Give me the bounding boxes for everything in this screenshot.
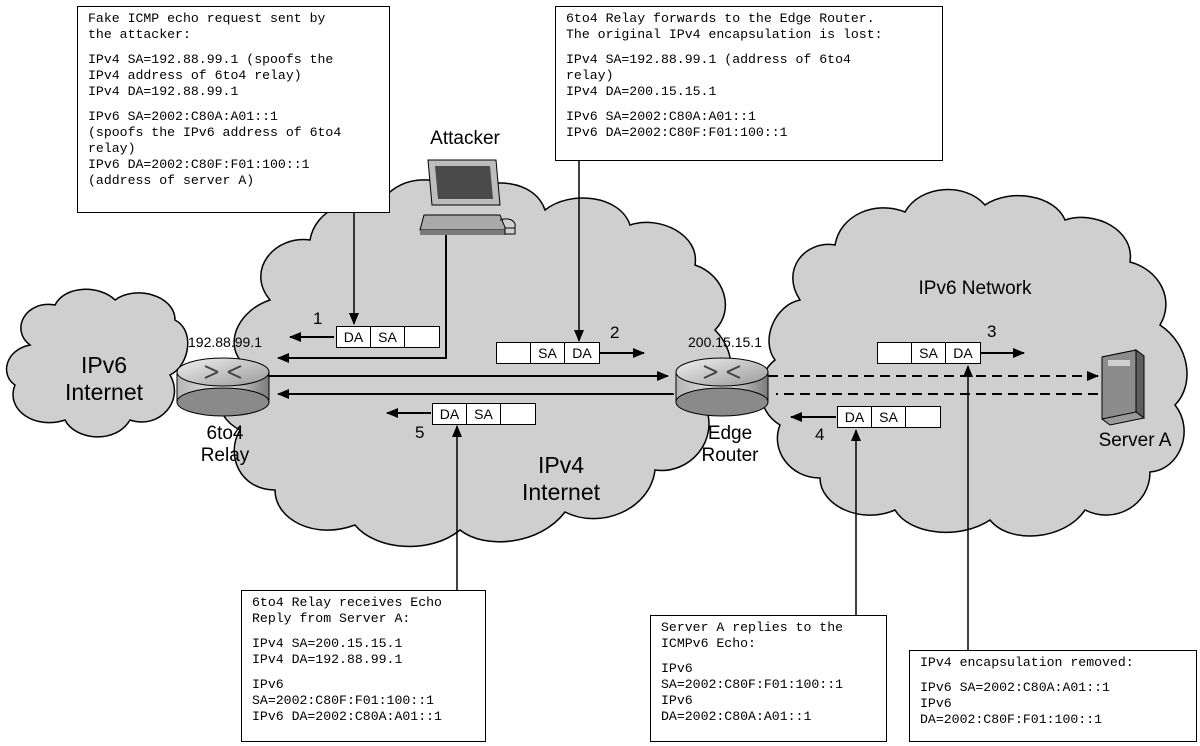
note-line: IPv6 SA=2002:C80A:A01::1	[920, 680, 1110, 695]
note-line: SA=2002:C80F:F01:100::1	[252, 693, 435, 708]
note-line: (spoofs the IPv6 address of 6to4	[88, 125, 342, 140]
note-line: IPv4 address of 6to4 relay)	[88, 68, 302, 83]
note-line: IPv6 DA=2002:C80A:A01::1	[252, 709, 442, 724]
relay-ip-label: 192.88.99.1	[188, 334, 262, 350]
note-line: IPv4 SA=200.15.15.1	[252, 636, 403, 651]
note-line: DA=2002:C80F:F01:100::1	[920, 712, 1103, 727]
step-4-number: 4	[815, 425, 825, 444]
step-1-number: 1	[313, 309, 323, 328]
packet-3-field-da: DA	[953, 345, 973, 361]
packet-2: SA DA	[496, 342, 600, 364]
server-icon	[1101, 349, 1145, 426]
packet-1: DA SA	[336, 326, 440, 348]
note-line: relay)	[566, 68, 614, 83]
note-line: IPv6 SA=2002:C80A:A01::1	[88, 109, 278, 124]
packet-4-field-da: DA	[838, 407, 872, 427]
edge-router-icon	[675, 357, 769, 417]
packet-2-field-da: DA	[572, 345, 592, 361]
server-a-label: Server A	[1098, 430, 1172, 451]
note-line: Reply from Server A:	[252, 611, 411, 626]
note-line: IPv4 SA=192.88.99.1 (address of 6to4	[566, 52, 851, 67]
packet-3-field-sa: SA	[912, 343, 946, 363]
note-line: (address of server A)	[88, 173, 255, 188]
packet-5-field-payload	[501, 404, 535, 424]
note-spacer	[661, 652, 876, 661]
note-line: IPv4 encapsulation removed:	[920, 655, 1134, 670]
packet-3-field-payload	[878, 343, 912, 363]
note-line: 6to4 Relay forwards to the Edge Router.	[566, 11, 875, 26]
attacker-label: Attacker	[430, 128, 500, 149]
step-5-number: 5	[415, 423, 425, 442]
edge-ip-label: 200.15.15.1	[688, 334, 762, 350]
note-line: DA=2002:C80A:A01::1	[661, 709, 812, 724]
packet-3: SA DA	[877, 342, 981, 364]
note-line: IPv4 DA=192.88.99.1	[252, 652, 403, 667]
packet-5-field-sa: SA	[467, 404, 501, 424]
note-line: IPv4 DA=192.88.99.1	[88, 84, 239, 99]
note-line: IPv6	[920, 696, 952, 711]
relay-router-icon	[176, 357, 270, 417]
packet-5-field-da: DA	[433, 404, 467, 424]
packet-5: DA SA	[432, 403, 536, 425]
note-line: IPv6	[661, 661, 693, 676]
attacker-computer-icon	[419, 159, 516, 235]
note-line: the attacker:	[88, 27, 191, 42]
note-line: IPv4 SA=192.88.99.1 (spoofs the	[88, 52, 334, 67]
packet-4-field-sa: SA	[872, 407, 906, 427]
ipv6-network-label: IPv6 Network	[918, 278, 1032, 299]
note-spacer	[252, 668, 475, 677]
packet-4-field-payload	[906, 407, 940, 427]
note-line: IPv6	[661, 693, 693, 708]
note-line: IPv6 DA=2002:C80F:F01:100::1	[88, 157, 310, 172]
packet-2-field-payload	[497, 343, 531, 363]
note-line: 6to4 Relay receives Echo	[252, 595, 442, 610]
packet-1-field-da: DA	[337, 327, 371, 347]
step-2-number: 2	[610, 323, 620, 342]
note-spacer	[566, 43, 932, 52]
note-line: ICMPv6 Echo:	[661, 636, 756, 651]
note-line: IPv6	[252, 677, 284, 692]
note-spacer	[252, 627, 475, 636]
packet-2-field-sa: SA	[531, 343, 565, 363]
packet-1-field-payload	[405, 327, 439, 347]
packet-1-field-sa: SA	[371, 327, 405, 347]
packet-4: DA SA	[837, 406, 941, 428]
note-spacer	[920, 671, 1186, 680]
note-spacer	[88, 43, 379, 52]
step-3-number: 3	[987, 322, 997, 341]
note-line: Server A replies to the	[661, 620, 844, 635]
note-spacer	[88, 100, 379, 109]
decapsulation-note: IPv4 encapsulation removed: IPv6 SA=2002:…	[909, 650, 1197, 742]
ipv6-internet-cloud	[5, 288, 189, 438]
note-line: IPv6 DA=2002:C80F:F01:100::1	[566, 125, 788, 140]
relay-forward-note: 6to4 Relay forwards to the Edge Router.T…	[555, 6, 943, 161]
attacker-to-relay-line	[277, 235, 447, 363]
note-spacer	[566, 100, 932, 109]
note-line: IPv6 SA=2002:C80A:A01::1	[566, 109, 756, 124]
note-line: relay)	[88, 141, 136, 156]
note-line: IPv4 DA=200.15.15.1	[566, 84, 717, 99]
note-line: The original IPv4 encapsulation is lost:	[566, 27, 883, 42]
note-line: SA=2002:C80F:F01:100::1	[661, 677, 844, 692]
note-line: Fake ICMP echo request sent by	[88, 11, 326, 26]
